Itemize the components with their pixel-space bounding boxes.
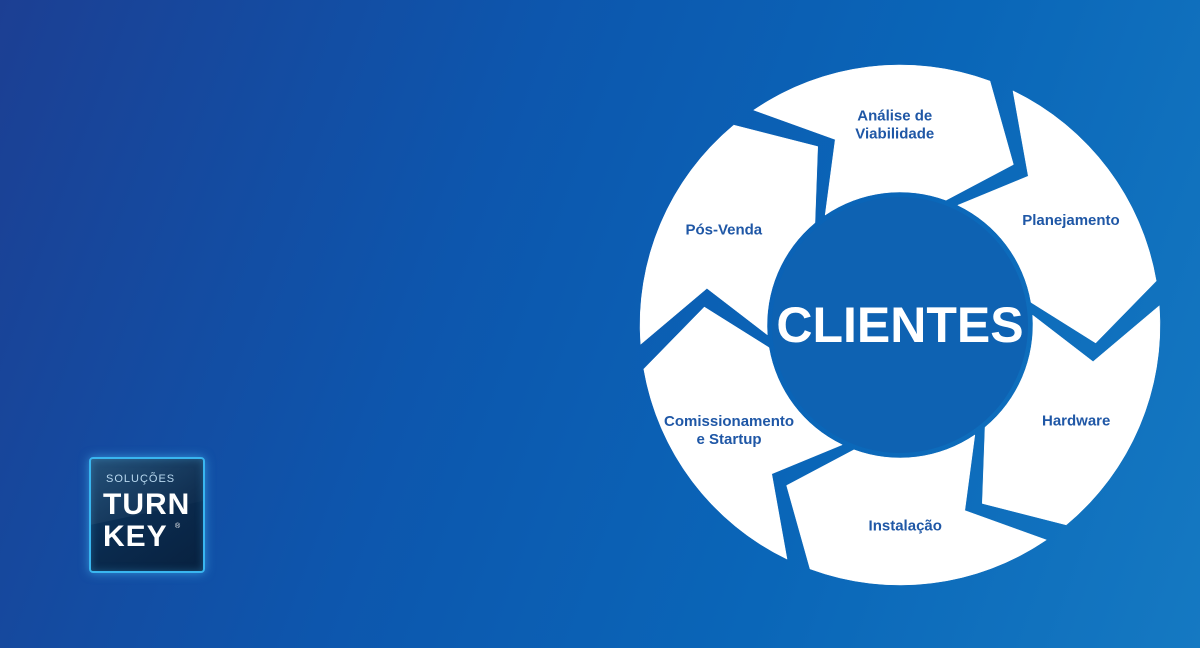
center-hub (772, 197, 1028, 453)
center-label: CLIENTES (776, 297, 1023, 353)
segment-label-line: Análise de (857, 108, 932, 125)
logo-line-turn: TURN (103, 488, 191, 521)
segment-label-line: Pós-Venda (685, 221, 762, 238)
segment-label-line: Comissionamento (664, 413, 794, 430)
segment-planejamento (957, 90, 1157, 344)
turnkey-logo: SOLUÇÕES TURN KEY ® (89, 457, 205, 573)
segment-comissionamento (643, 306, 843, 560)
segment-label-line: Instalação (869, 517, 942, 534)
segment-label-line: Planejamento (1022, 212, 1120, 229)
segment-hardware (982, 305, 1161, 526)
segment-label-line: Hardware (1042, 413, 1110, 430)
segment-label-pos-venda: Pós-Venda (685, 221, 762, 238)
segment-label-instalacao: Instalação (869, 517, 942, 534)
segment-instalacao (786, 434, 1047, 586)
segment-analise (753, 64, 1014, 216)
segment-pos-venda (639, 124, 818, 345)
logo-prefix: SOLUÇÕES (106, 473, 176, 485)
segment-label-line: e Startup (697, 431, 762, 448)
logo-line-key: KEY (103, 520, 168, 553)
cycle-ring (639, 64, 1161, 586)
segment-label-line: Viabilidade (855, 126, 934, 143)
segment-label-planejamento: Planejamento (1022, 212, 1120, 229)
logo-registered-mark: ® (175, 523, 181, 530)
segment-label-hardware: Hardware (1042, 413, 1110, 430)
